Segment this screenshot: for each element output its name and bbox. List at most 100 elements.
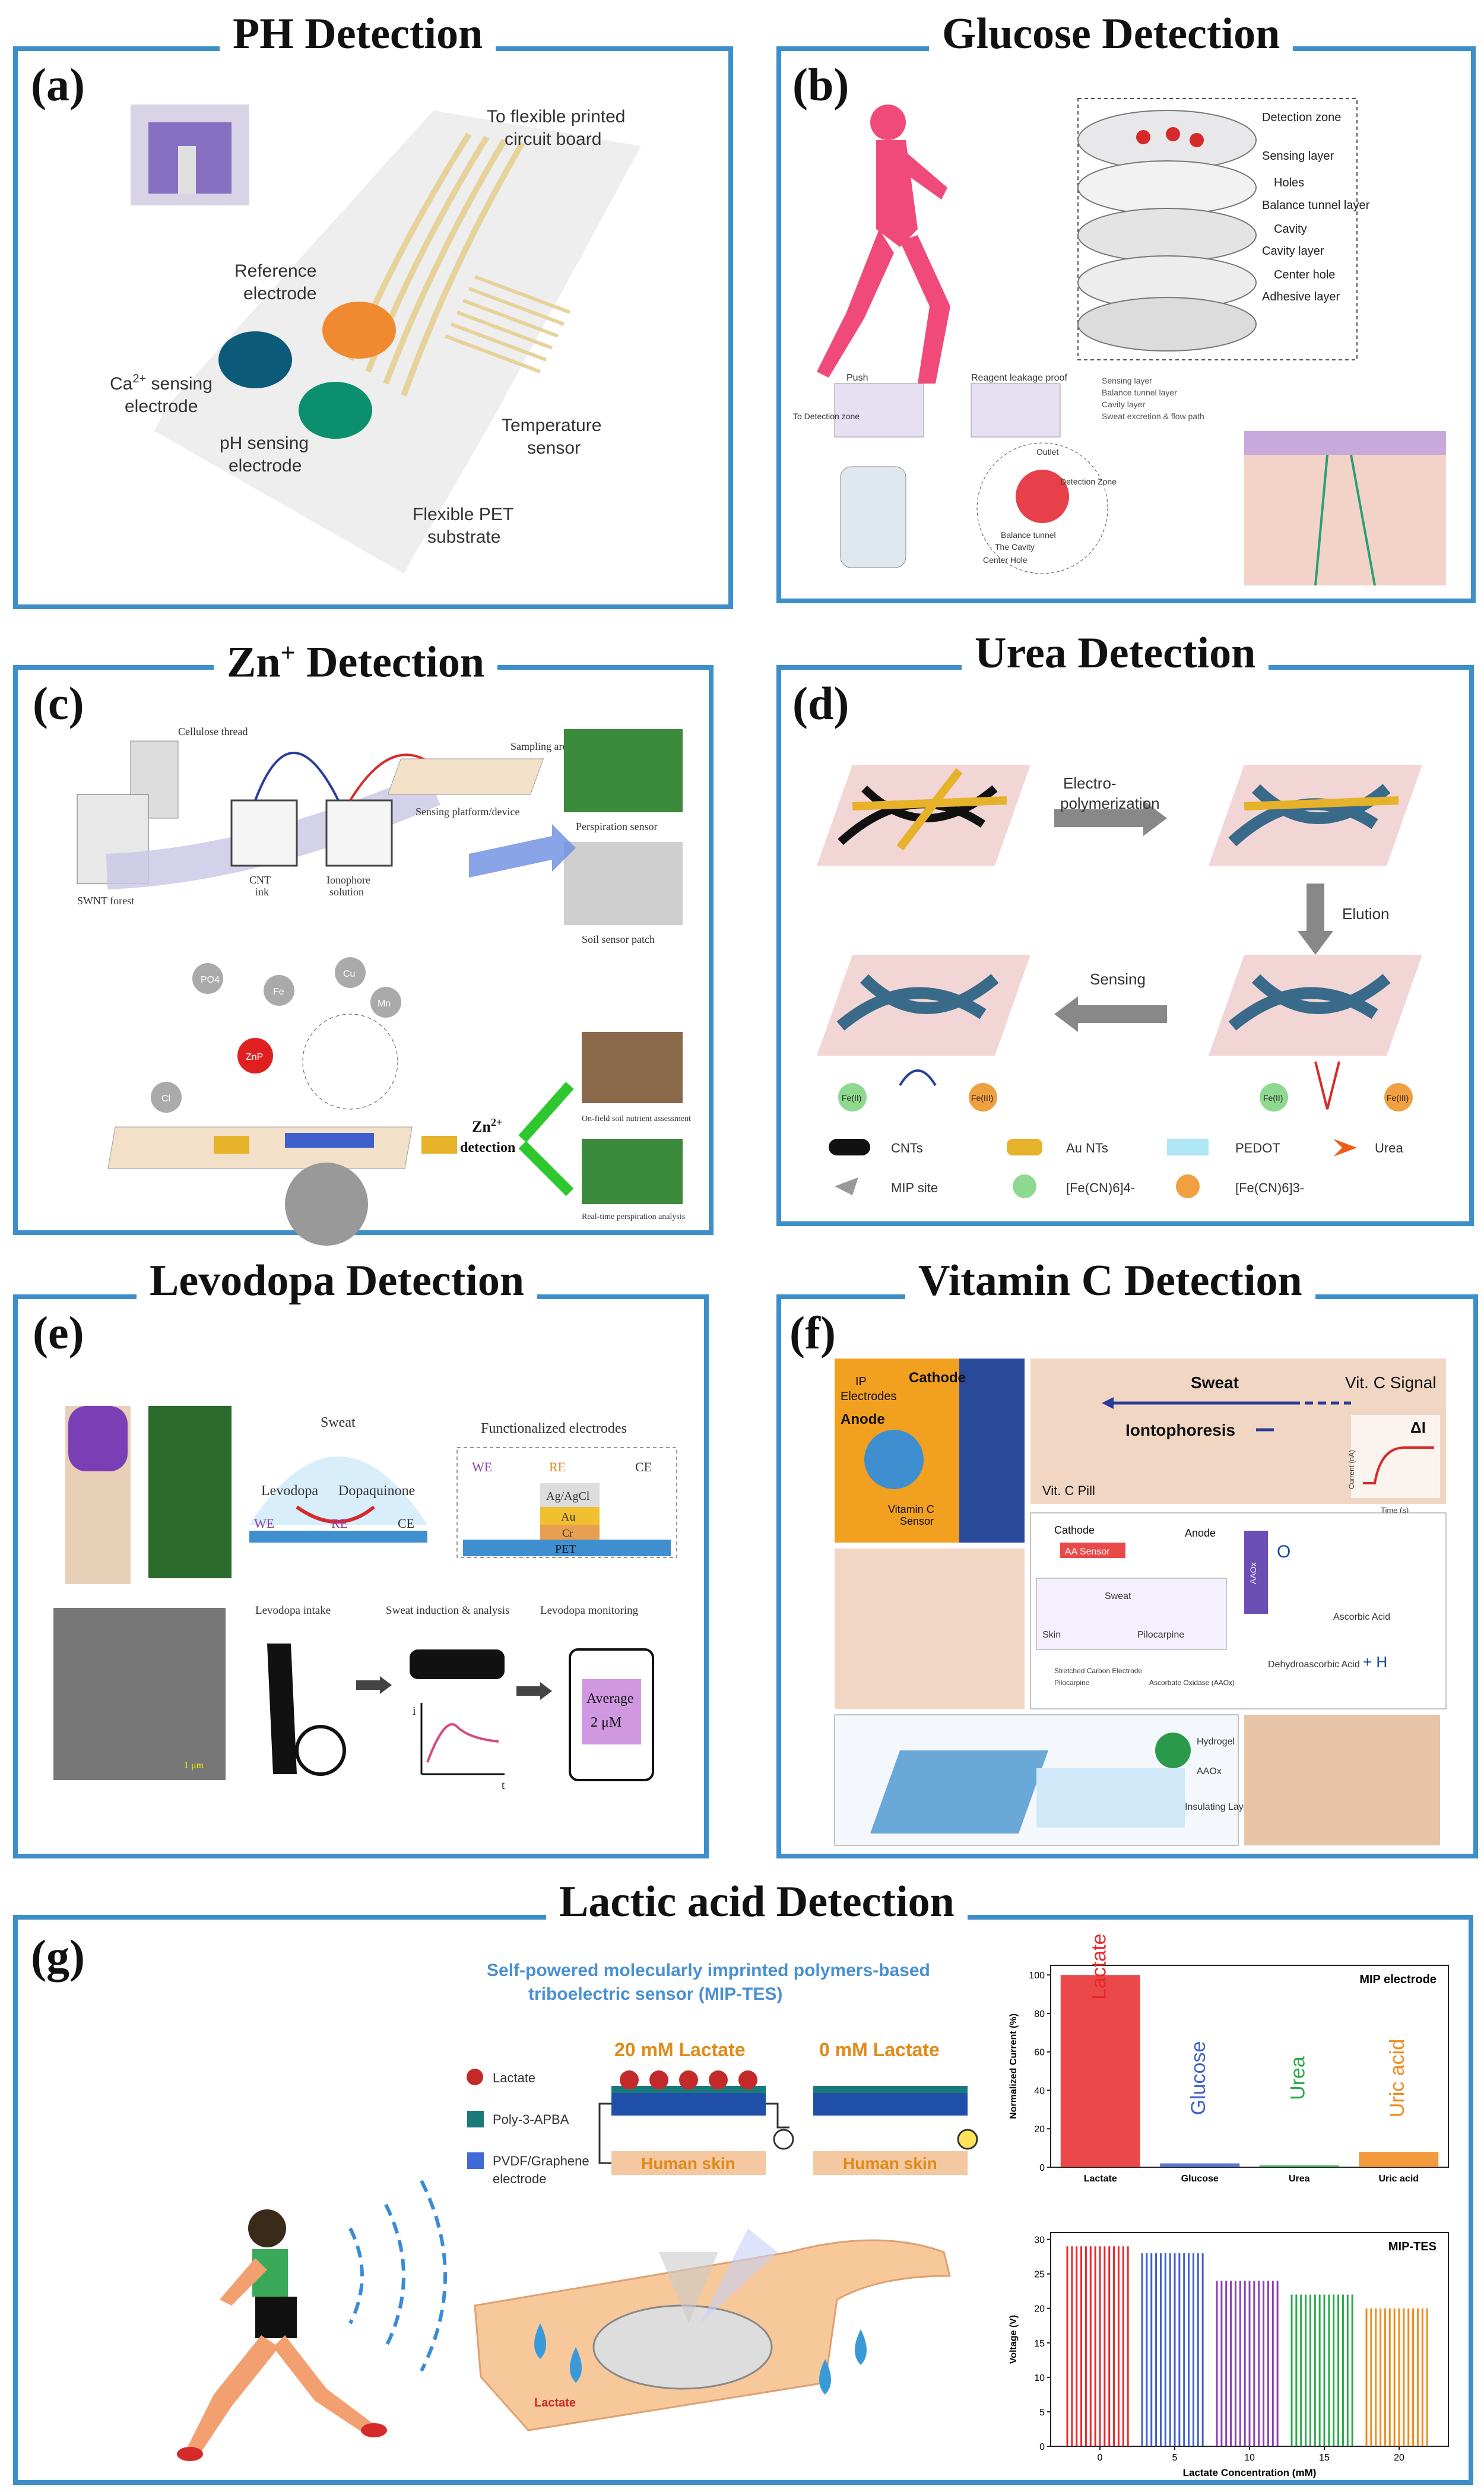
svg-text:Dehydroascorbic Acid: Dehydroascorbic Acid	[1268, 1660, 1360, 1670]
chart-mip-bar-label: Lactate	[1088, 1933, 1111, 2000]
svg-text:PVDF/Graphene: PVDF/Graphene	[493, 2154, 589, 2168]
svg-text:Pilocarpine: Pilocarpine	[1137, 1630, 1184, 1640]
svg-text:Sweat excretion & flow path: Sweat excretion & flow path	[1102, 411, 1204, 421]
svg-text:RE: RE	[331, 1516, 348, 1531]
svg-text:WE: WE	[254, 1516, 274, 1531]
svg-text:sensor: sensor	[527, 438, 581, 458]
svg-text:CE: CE	[398, 1516, 414, 1531]
chart-mip-ytick-label: 100	[1029, 1971, 1045, 1981]
ph-electrode	[299, 382, 372, 439]
svg-text:Levodopa intake: Levodopa intake	[255, 1604, 331, 1617]
svg-text:Au: Au	[561, 1511, 575, 1524]
svg-text:electrode: electrode	[493, 2171, 547, 2186]
panel-b-figure: Detection zone Sensing layer Holes Balan…	[793, 98, 1446, 586]
svg-text:AA Sensor: AA Sensor	[1065, 1547, 1110, 1557]
aaox-layer	[1244, 1531, 1268, 1614]
chart-mip-ytick-label: 60	[1034, 2048, 1045, 2058]
svg-text:Push: Push	[846, 373, 868, 383]
chart-tes-xlabel: Lactate Concentration (mM)	[1183, 2467, 1317, 2478]
layer-6: Center hole	[1274, 268, 1335, 281]
sem-image	[285, 1163, 368, 1246]
svg-text:Sweat induction & analysis: Sweat induction & analysis	[386, 1604, 509, 1617]
svg-text:Lactate: Lactate	[493, 2070, 535, 2085]
layer-3: Balance tunnel layer	[1262, 199, 1370, 212]
svg-text:Ag/AgCl: Ag/AgCl	[546, 1490, 590, 1503]
phone-icon	[840, 466, 906, 568]
chart-tes-xtick-label: 0	[1098, 2453, 1103, 2463]
label-pet: Flexible PET	[413, 505, 513, 524]
chart-mip-bar	[1060, 1975, 1140, 2167]
finger-photo	[1244, 1715, 1440, 1845]
person-wheelchair-icon	[267, 1644, 297, 1774]
svg-text:t: t	[502, 1779, 505, 1792]
chart-tes-ytick-label: 15	[1034, 2339, 1045, 2349]
svg-text:Hydrogel: Hydrogel	[1197, 1737, 1235, 1747]
svg-text:Fe(II): Fe(II)	[1263, 1093, 1283, 1103]
svg-text:Fe(III): Fe(III)	[971, 1093, 993, 1103]
svg-text:0 mM Lactate: 0 mM Lactate	[819, 2039, 940, 2060]
svg-text:Real-time perspiration analysi: Real-time perspiration analysis	[582, 1212, 685, 1221]
svg-text:PEDOT: PEDOT	[1235, 1141, 1280, 1155]
svg-text:Dopaquinone: Dopaquinone	[338, 1483, 415, 1499]
svg-text:Balance tunnel layer: Balance tunnel layer	[1102, 388, 1177, 397]
svg-text:MIP site: MIP site	[891, 1180, 938, 1195]
svg-text:Perspiration sensor: Perspiration sensor	[576, 821, 657, 832]
panel-f-title: Vitamin C Detection	[905, 1254, 1315, 1307]
svg-text:Human skin: Human skin	[641, 2154, 735, 2173]
label-ca: Ca2+ sensing	[110, 372, 213, 394]
chart-tes-ytick-label: 20	[1034, 2304, 1045, 2314]
svg-text:Electrodes: Electrodes	[841, 1390, 897, 1403]
chart-tes-xtick-label: 5	[1172, 2453, 1178, 2463]
panel-b-label: (b)	[792, 59, 849, 110]
svg-text:Mn: Mn	[378, 999, 391, 1009]
panel-f-label: (f)	[789, 1307, 836, 1359]
skin-section	[1244, 431, 1446, 585]
svg-text:On-field soil nutrient assessm: On-field soil nutrient assessment	[582, 1114, 691, 1123]
svg-text:Urea: Urea	[1375, 1141, 1403, 1155]
layer-2: Holes	[1274, 176, 1304, 189]
svg-text:CNT: CNT	[249, 874, 271, 886]
svg-text:Detection Zone: Detection Zone	[1060, 477, 1117, 486]
svg-text:The Cavity: The Cavity	[995, 542, 1035, 552]
svg-text:Vitamin C: Vitamin C	[888, 1503, 934, 1515]
layer-4: Cavity	[1274, 223, 1307, 236]
chart-tes-xtick-label: 15	[1319, 2453, 1330, 2463]
svg-text:[Fe(CN)6]4-: [Fe(CN)6]4-	[1066, 1180, 1135, 1195]
chart-mip-ytick-label: 0	[1039, 2163, 1045, 2173]
svg-text:SWNT forest: SWNT forest	[77, 895, 134, 907]
svg-text:AAOx: AAOx	[1248, 1562, 1258, 1584]
chart-mip-xtick-label: Lactate	[1084, 2174, 1117, 2184]
chart-tes-title: MIP-TES	[1388, 2240, 1437, 2253]
svg-text:Lactate: Lactate	[534, 2396, 576, 2409]
svg-text:electrode: electrode	[229, 456, 302, 476]
chart-mip-xtick-label: Glucose	[1181, 2174, 1219, 2184]
panel-g-label: (g)	[31, 1930, 85, 1982]
svg-text:ΔI: ΔI	[1410, 1418, 1426, 1436]
sweat-drops	[534, 2323, 867, 2395]
chart-tes-ylabel: Voltage (V)	[1009, 2315, 1019, 2364]
svg-text:electrode: electrode	[243, 284, 316, 303]
svg-text:To Detection zone: To Detection zone	[793, 411, 860, 421]
svg-text:detection: detection	[460, 1140, 515, 1155]
legend-lactate-dot	[467, 2069, 483, 2085]
svg-text:Cathode: Cathode	[909, 1370, 966, 1386]
chart-mip-ytick-label: 80	[1034, 2009, 1045, 2019]
layer-7: Adhesive layer	[1262, 290, 1340, 303]
svg-text:Center Hole: Center Hole	[983, 555, 1028, 565]
svg-text:PET: PET	[555, 1543, 576, 1556]
svg-text:Sweat: Sweat	[321, 1415, 356, 1430]
svg-text:Skin: Skin	[1042, 1630, 1061, 1640]
svg-text:Ascorbic Acid: Ascorbic Acid	[1333, 1612, 1390, 1622]
panel-c-title: Zn+ Detection	[214, 626, 498, 689]
svg-text:Sensor: Sensor	[900, 1515, 934, 1527]
svg-text:[Fe(CN)6]3-: [Fe(CN)6]3-	[1235, 1180, 1304, 1195]
svg-text:Sampling area: Sampling area	[510, 740, 572, 752]
svg-text:Stretched Carbon Electrode: Stretched Carbon Electrode	[1054, 1667, 1142, 1675]
svg-text:AAOx: AAOx	[1197, 1766, 1222, 1777]
label-temp: Temperature	[502, 416, 601, 435]
svg-text:Anode: Anode	[1185, 1527, 1216, 1539]
wrist-photo	[582, 1139, 683, 1204]
svg-text:+ H: + H	[1363, 1653, 1387, 1671]
svg-text:polymerization: polymerization	[1060, 794, 1160, 812]
